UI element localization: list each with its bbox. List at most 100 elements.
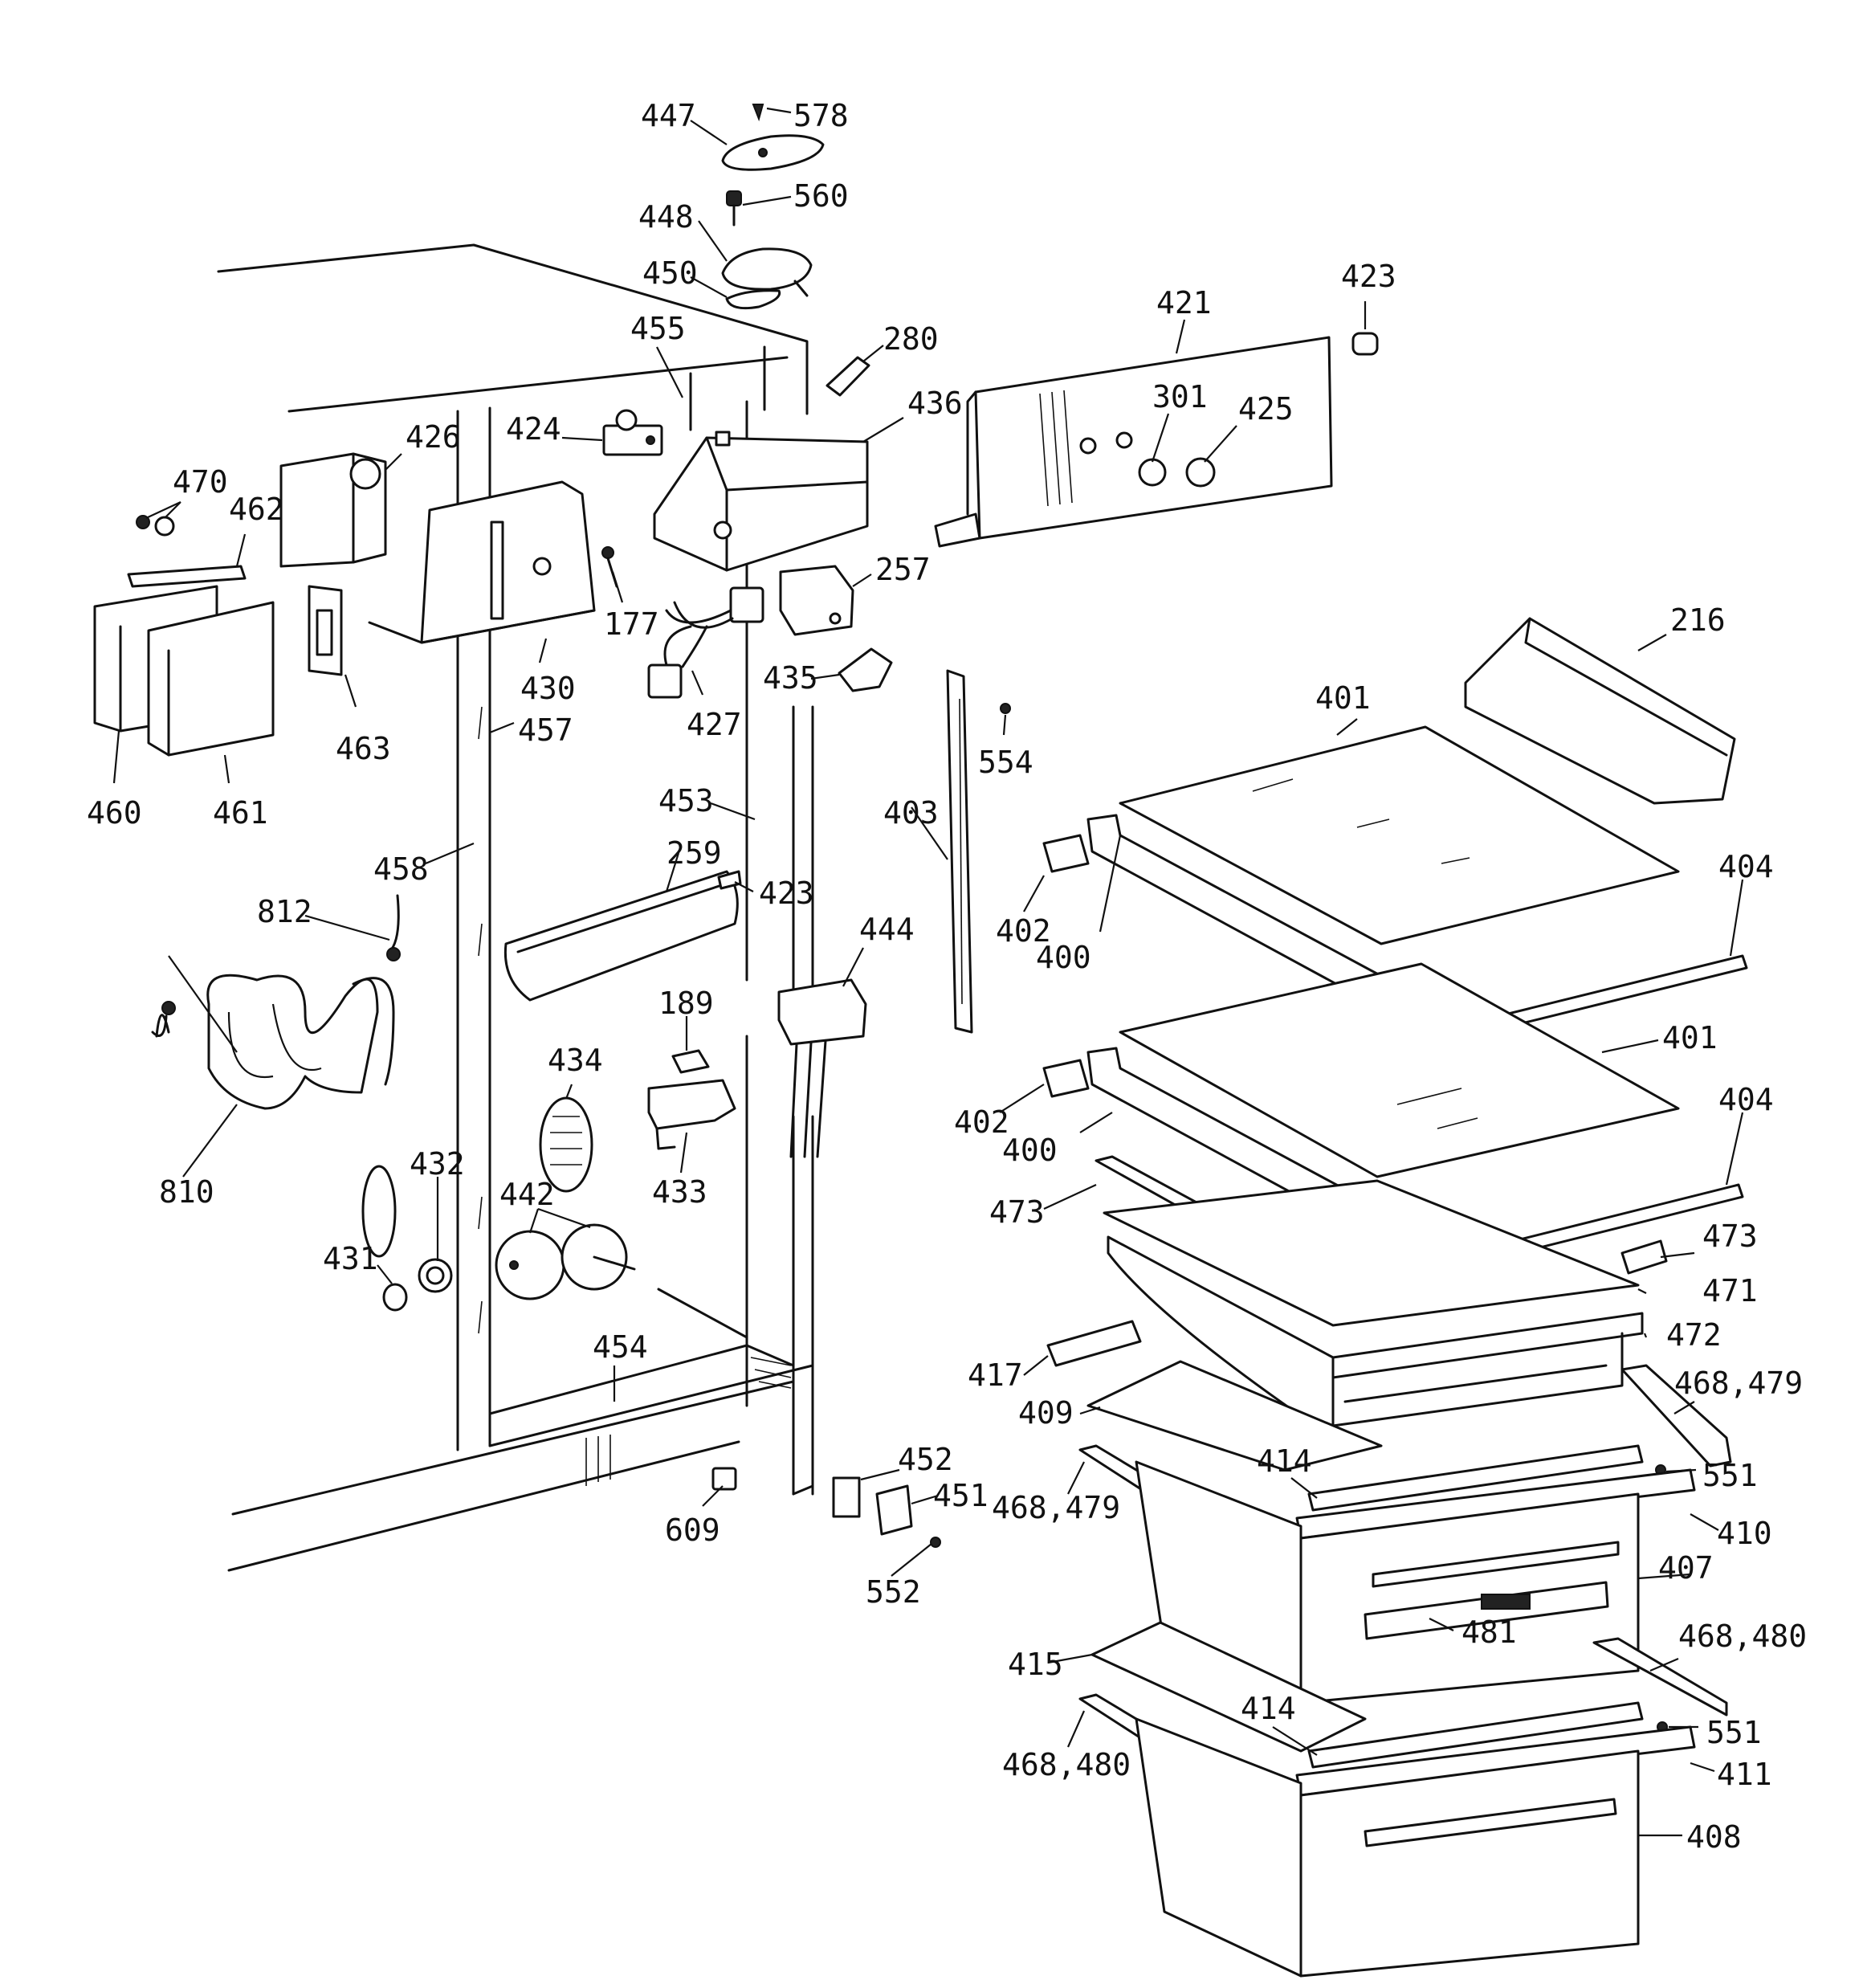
callout-280: 280 [883, 321, 939, 357]
callout-labels: 447 578 560 448 450 423 421 455 280 436 … [87, 98, 1807, 1855]
callout-453: 453 [658, 783, 714, 818]
callout-403: 403 [883, 795, 939, 831]
part-408-drawer [1135, 1717, 1640, 1978]
callout-433: 433 [652, 1174, 707, 1210]
callout-301: 301 [1152, 379, 1208, 414]
part-431-grommet [361, 1165, 408, 1312]
part-560-screw [726, 190, 742, 227]
callout-402-upper: 402 [996, 913, 1051, 949]
callout-426: 426 [406, 419, 461, 455]
callout-462: 462 [229, 492, 284, 527]
part-447-cover [721, 134, 825, 171]
part-414-trim-lower [1307, 1701, 1644, 1769]
part-451-hinge [875, 1484, 913, 1536]
part-448-hinge [721, 247, 813, 297]
callout-410: 410 [1717, 1516, 1772, 1551]
callout-554: 554 [978, 745, 1033, 780]
part-417-roller [1046, 1320, 1142, 1367]
part-461-cover [147, 601, 275, 757]
part-812-drain-tubes [151, 894, 401, 1038]
callout-455: 455 [630, 311, 686, 346]
callout-400-upper: 400 [1036, 940, 1091, 975]
callout-414-upper: 414 [1257, 1443, 1312, 1479]
callout-448: 448 [638, 199, 694, 235]
callout-552: 552 [866, 1574, 921, 1610]
part-280-bulb [826, 356, 870, 397]
callout-408: 408 [1686, 1819, 1742, 1855]
part-423-indicator [1351, 332, 1379, 356]
callout-470: 470 [173, 464, 228, 500]
part-554-screw [1000, 703, 1011, 714]
part-216-bin [1464, 617, 1736, 805]
part-414-trim-upper [1307, 1444, 1644, 1512]
part-401-shelf-glass-lower [1119, 962, 1680, 1178]
callout-402-lower: 402 [954, 1104, 1009, 1140]
part-403-rail [946, 669, 973, 1034]
callout-471: 471 [1702, 1273, 1758, 1308]
callout-468-480-left: 468,480 [1002, 1747, 1131, 1782]
part-444-connector [777, 978, 867, 1158]
callout-434: 434 [548, 1043, 603, 1078]
callout-401-upper: 401 [1315, 680, 1371, 716]
callout-468-480-right: 468,480 [1678, 1619, 1807, 1654]
part-435-clip [838, 647, 893, 692]
callout-430: 430 [520, 671, 576, 706]
callout-551-upper: 551 [1702, 1458, 1758, 1493]
part-450-shim [725, 289, 781, 310]
part-189-lamp [671, 1049, 710, 1074]
callout-423-light: 423 [759, 876, 814, 911]
part-259-cover [503, 870, 739, 1002]
callout-609: 609 [665, 1512, 720, 1548]
callout-407: 407 [1658, 1550, 1714, 1586]
callout-457: 457 [518, 712, 573, 748]
part-442-fan [495, 1223, 636, 1300]
callout-415: 415 [1008, 1647, 1063, 1682]
callout-417: 417 [968, 1357, 1023, 1393]
part-471-crisper-cover [1103, 1179, 1640, 1327]
callout-177: 177 [604, 606, 659, 642]
callout-812: 812 [257, 894, 312, 929]
part-415-glass [1090, 1621, 1367, 1753]
part-257-relay [779, 565, 854, 636]
part-427-harness [647, 586, 764, 699]
part-432-spacer [418, 1258, 453, 1293]
part-426-housing [279, 452, 387, 568]
part-473-rail-right [1620, 1239, 1668, 1275]
part-468-479-slide-right [1620, 1364, 1732, 1468]
part-463-clip [308, 585, 343, 676]
callout-481: 481 [1461, 1614, 1517, 1650]
part-468-480-slide-right [1592, 1637, 1728, 1717]
callout-409: 409 [1018, 1395, 1074, 1431]
part-452-plate [832, 1476, 861, 1518]
callout-473-right: 473 [1702, 1219, 1758, 1254]
part-424-switch [602, 409, 663, 456]
part-470-fasteners [136, 515, 175, 537]
callout-189: 189 [658, 986, 714, 1021]
part-409-glass [1086, 1360, 1383, 1472]
callout-454: 454 [593, 1329, 648, 1365]
callout-257: 257 [875, 552, 931, 587]
callout-578: 578 [793, 98, 849, 133]
part-578-screw [752, 104, 764, 122]
callout-404-lower: 404 [1718, 1082, 1774, 1117]
part-433-socket [647, 1079, 736, 1150]
part-301-knob [1138, 458, 1167, 487]
callout-472: 472 [1666, 1317, 1722, 1353]
callout-401-lower: 401 [1662, 1020, 1718, 1055]
callout-425: 425 [1238, 391, 1294, 427]
part-423-light-socket [717, 870, 742, 890]
part-472-drawer-front [1107, 1235, 1644, 1431]
callout-427: 427 [687, 707, 742, 742]
callout-461: 461 [213, 795, 268, 831]
callout-551-lower: 551 [1706, 1715, 1762, 1750]
part-609-clip [711, 1467, 737, 1491]
part-430-cover [368, 480, 596, 644]
callout-414-lower: 414 [1241, 1691, 1296, 1726]
leader-lines [112, 107, 1744, 1837]
callout-411: 411 [1717, 1757, 1772, 1792]
callout-435: 435 [763, 660, 818, 696]
part-425-knob [1185, 457, 1216, 488]
callout-400-lower: 400 [1002, 1133, 1058, 1168]
callout-560: 560 [793, 178, 849, 214]
